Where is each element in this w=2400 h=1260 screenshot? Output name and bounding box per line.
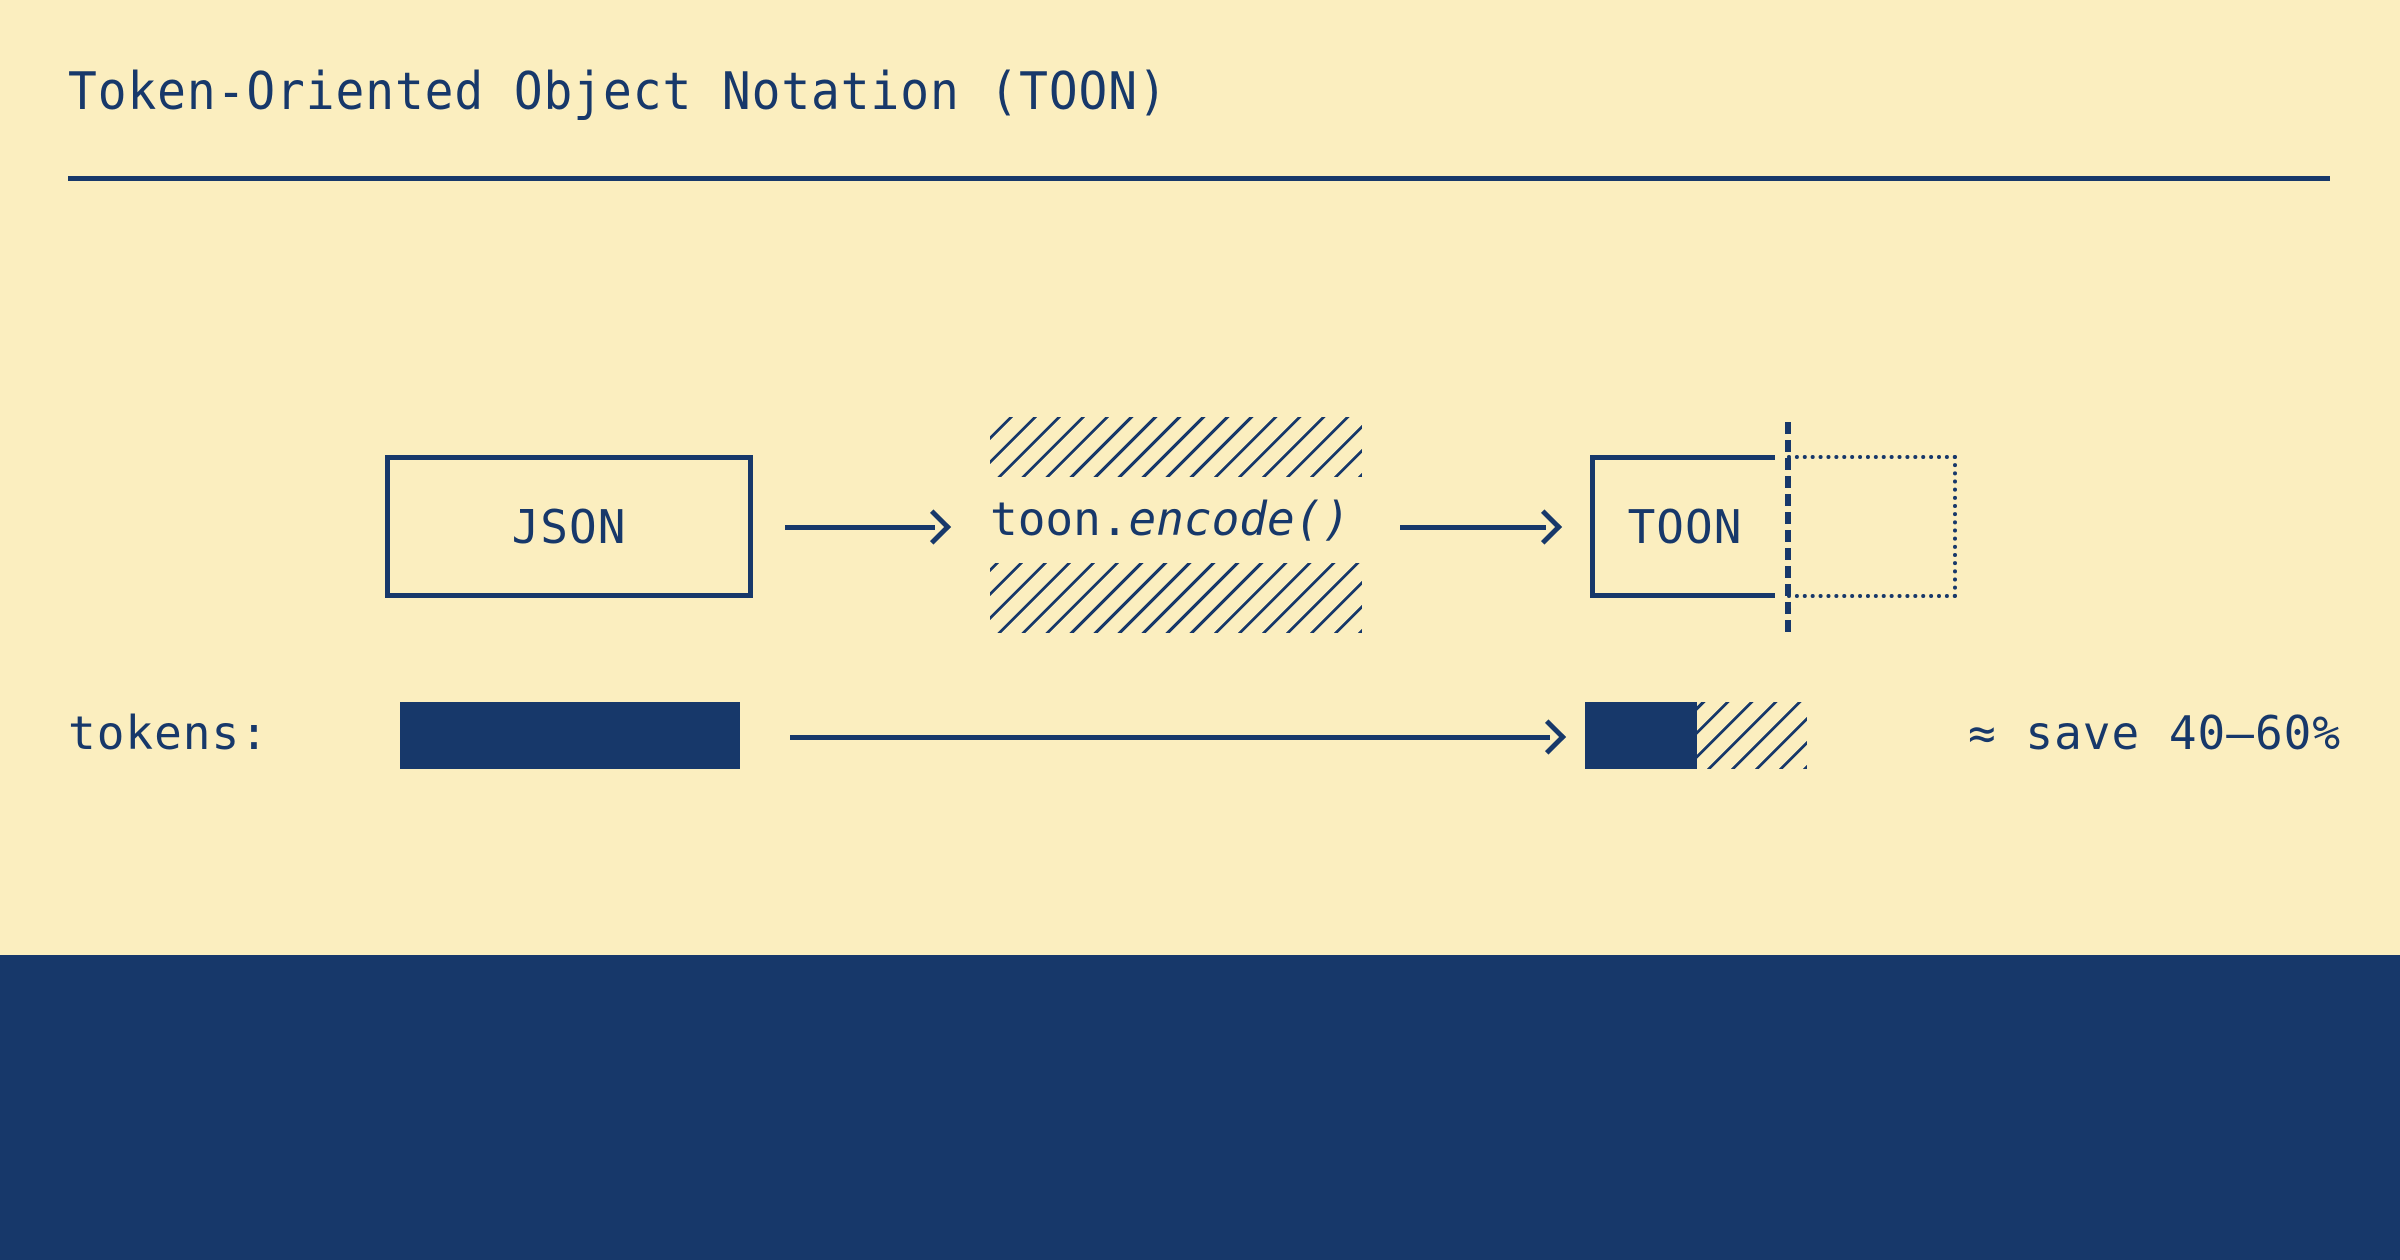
arrow-json-to-encode [785, 509, 952, 545]
arrow-head [915, 509, 952, 545]
encode-namespace-text: toon. [990, 492, 1129, 546]
hatch-pattern-bottom [990, 563, 1362, 633]
arrow-tokens-comparison [790, 719, 1567, 755]
page-title: Token-Oriented Object Notation (TOON) [68, 62, 1168, 122]
tokens-bar-toon-used [1585, 702, 1697, 769]
toon-saved-space-box [1787, 455, 1957, 598]
tokens-row-label: tokens: [68, 706, 269, 760]
arrow-shaft [790, 735, 1550, 740]
sample-code-panel: sample: JSON → { "tags": ["jazz", "chill… [0, 955, 2400, 1260]
toon-split-divider [1785, 422, 1791, 632]
title-divider [68, 176, 2330, 181]
toon-target-box-label: TOON [1627, 499, 1743, 554]
savings-note: ≈ save 40–60% [1968, 706, 2342, 760]
encode-stage: toon.encode() [990, 405, 1362, 633]
arrow-shaft [1400, 525, 1546, 530]
hatch-pattern-top [990, 417, 1362, 477]
arrow-head [1526, 509, 1563, 545]
json-source-box-label: JSON [511, 499, 627, 554]
arrow-encode-to-toon [1400, 509, 1563, 545]
tokens-bar-json [400, 702, 740, 769]
arrow-head [1530, 719, 1567, 755]
json-source-box: JSON [385, 455, 753, 598]
tokens-bar-toon-saved [1697, 702, 1807, 769]
toon-target-box: TOON [1590, 455, 1775, 598]
encode-function-label: toon.encode() [990, 479, 1362, 559]
encode-method-text: encode() [1128, 492, 1351, 546]
arrow-shaft [785, 525, 935, 530]
